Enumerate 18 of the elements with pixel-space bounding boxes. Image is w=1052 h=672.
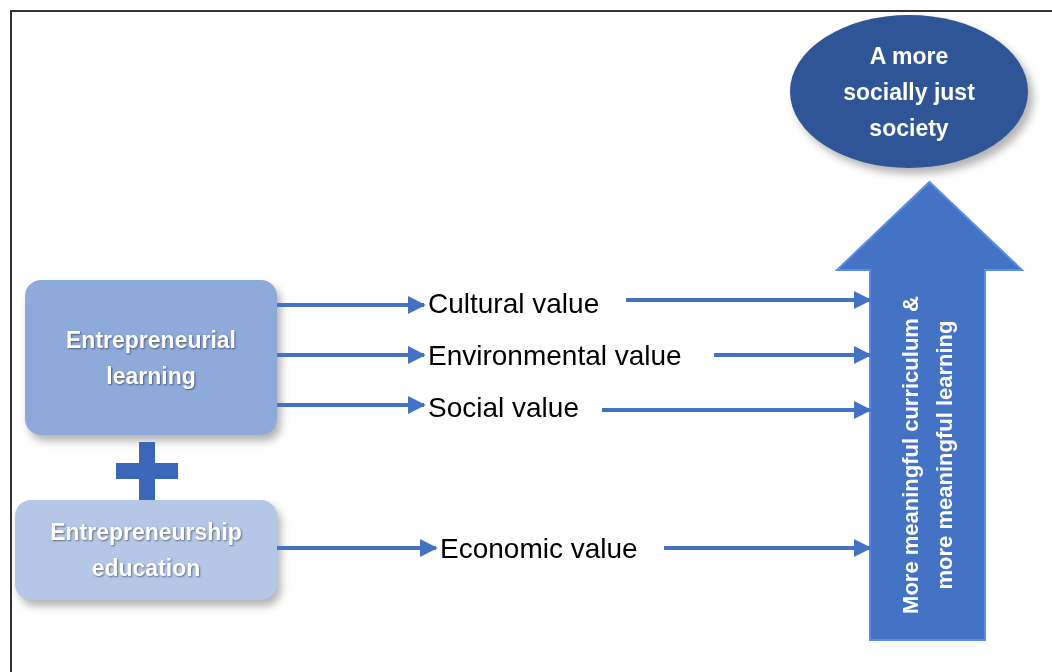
arrow — [277, 396, 426, 414]
process-box — [25, 280, 277, 435]
process-box — [15, 500, 277, 600]
value-label: Cultural value — [428, 287, 600, 321]
arrow — [277, 296, 426, 314]
arrow — [664, 539, 872, 557]
value-label: Social value — [428, 391, 579, 425]
arrow — [602, 401, 872, 419]
value-label: Environmental value — [428, 339, 682, 373]
arrow — [277, 346, 426, 364]
goal-label: A more socially just society — [842, 41, 976, 143]
arrow — [277, 539, 438, 557]
arrow-label: More meaningful curriculum & more meaningful learning — [896, 295, 958, 616]
arrow — [626, 291, 872, 309]
value-label: Economic value — [440, 532, 638, 566]
box-label: Entrepreneurial learning — [65, 325, 237, 391]
arrow — [714, 346, 872, 364]
box-label: Entrepreneurship education — [49, 518, 243, 583]
